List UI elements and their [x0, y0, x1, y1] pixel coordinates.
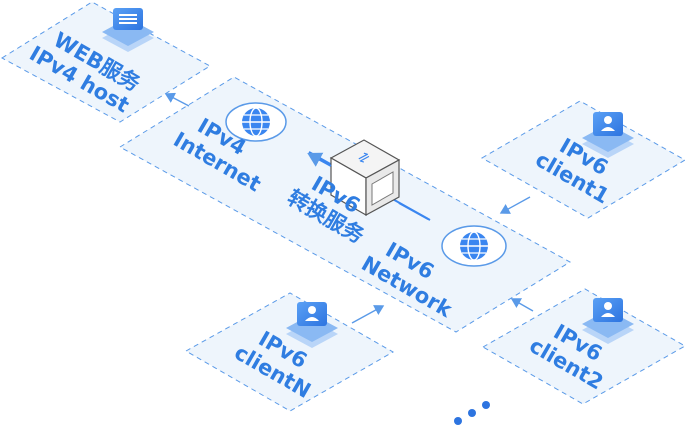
user-icon	[582, 298, 634, 344]
arrow-client2-to-network	[510, 298, 534, 312]
web-service-panel	[1, 1, 211, 123]
globe-icon	[225, 102, 287, 142]
arrow-clientN-to-network	[351, 305, 385, 324]
more-clients-ellipsis	[454, 401, 490, 425]
user-icon	[582, 112, 634, 158]
client1-panel	[480, 100, 685, 219]
arrow-translation-to-internet	[307, 152, 332, 167]
network-band-panel	[119, 76, 571, 333]
translation-link-line	[398, 202, 429, 220]
client2-panel	[481, 288, 685, 405]
globe-icon	[441, 225, 507, 267]
arrow-client1-to-network	[499, 196, 531, 214]
clientN-panel	[184, 292, 395, 412]
translation-box-icon: ⇌	[308, 139, 431, 221]
arrow-internet-to-web	[164, 92, 190, 107]
user-icon	[286, 302, 338, 348]
server-icon	[102, 8, 154, 52]
